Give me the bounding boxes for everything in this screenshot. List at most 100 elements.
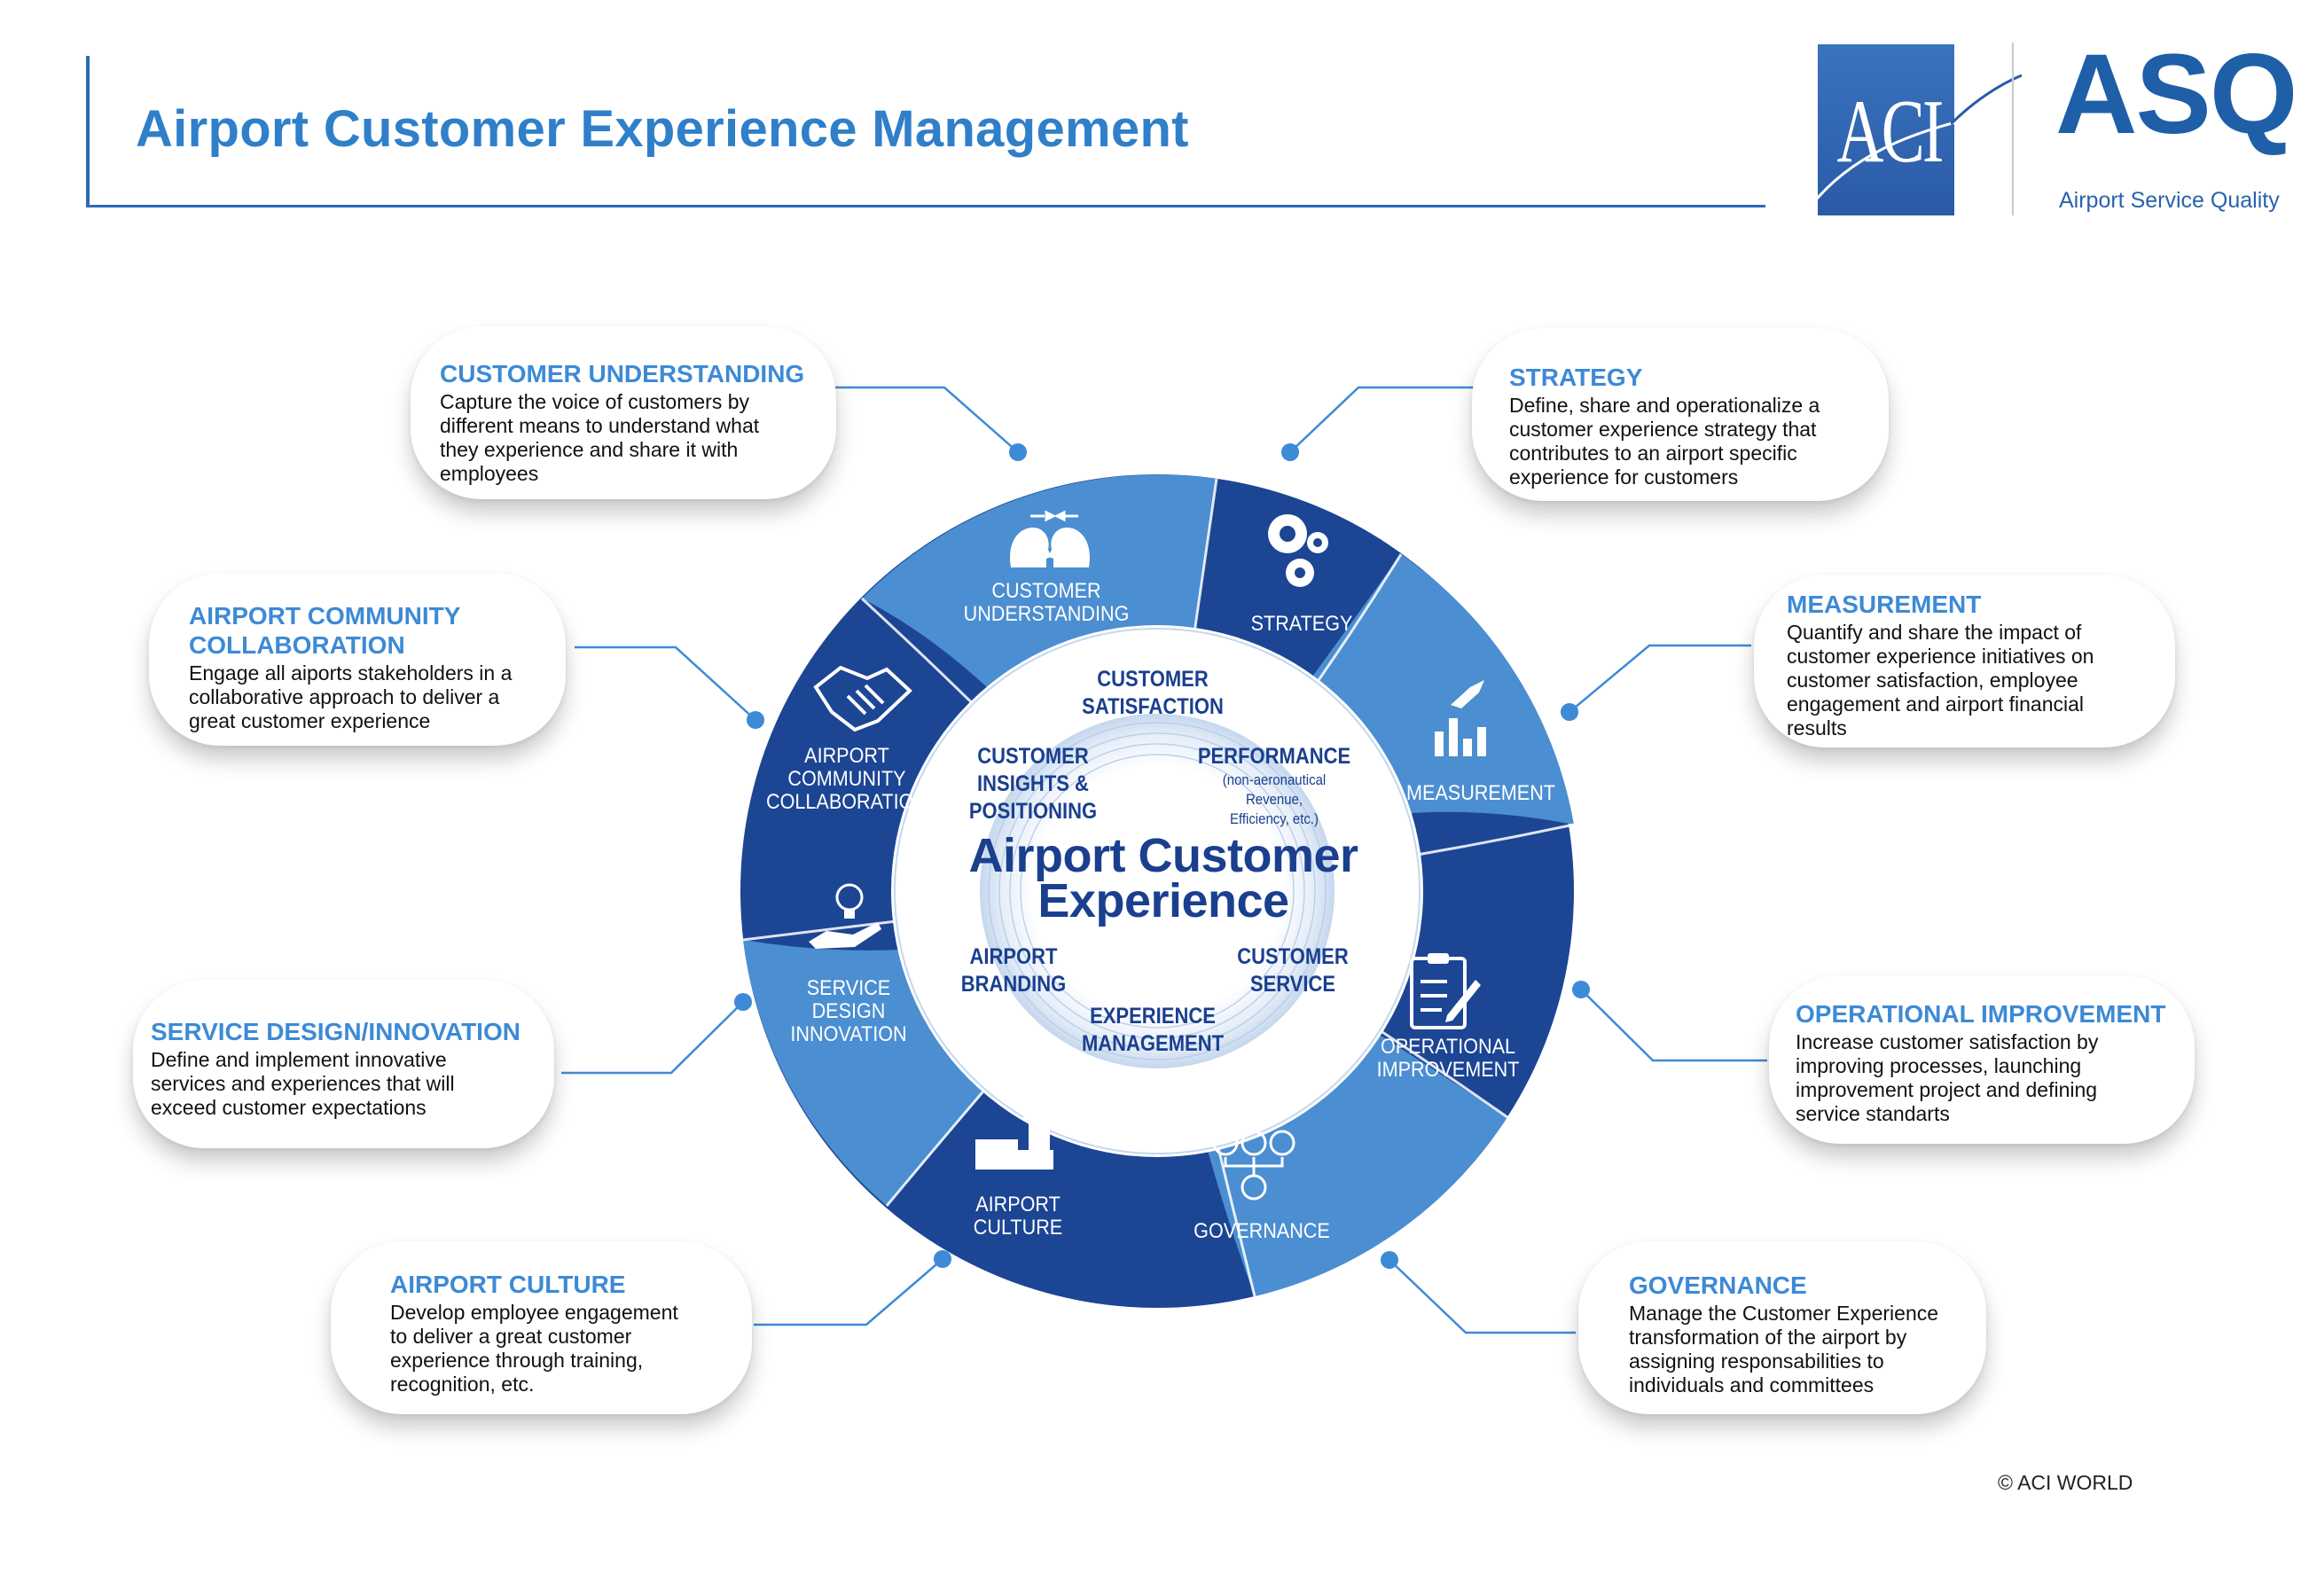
center-title-line: Experience [1037,874,1289,927]
callout-description: Quantify and share the impact of custome… [1787,621,2175,740]
callout-line: results [1787,716,1847,739]
callout-line: contributes to an airport specific [1509,442,1797,465]
label-line: AIRPORT [969,944,1058,969]
callout-line: Increase customer satisfaction by [1796,1030,2099,1053]
callout-line: recognition, etc. [390,1373,535,1396]
inner-customer-insights: CUSTOMER INSIGHTS & POSITIONING [969,743,1097,825]
aci-logo: ACI [1818,44,1954,215]
callout-line: Define and implement innovative [151,1048,447,1071]
header-frame [86,56,1765,207]
callout-title: STRATEGY [1509,364,1643,391]
connector-governance [1389,1259,1576,1334]
connector-strategy [1289,386,1474,453]
inner-customer-service: CUSTOMER SERVICE [1237,943,1348,998]
callout-line: exceed customer expectations [151,1096,427,1119]
label-line: INSIGHTS & [977,771,1089,796]
segment-label-strategy: STRATEGY [1251,613,1353,636]
callout-title: CUSTOMER UNDERSTANDING [440,360,805,387]
segment-label-customer-understanding: CUSTOMER UNDERSTANDING [964,580,1130,626]
callout-line: individuals and committees [1629,1373,1875,1396]
segment-label-governance: GOVERNANCE [1194,1220,1330,1243]
callout-line: Engage all aiports stakeholders in a [189,661,513,685]
inner-customer-satisfaction: CUSTOMER SATISFACTION [1082,666,1224,721]
callout-description: Define and implement innovative services… [151,1048,554,1120]
label-line: GOVERNANCE [1194,1219,1330,1243]
callout-title: OPERATIONAL IMPROVEMENT [1796,1000,2166,1028]
label-line: Revenue, [1245,791,1303,808]
callout-line: assigning responsabilities to [1629,1350,1884,1373]
chart-hand-icon [1435,680,1486,756]
label-line: POSITIONING [968,799,1098,824]
label-line: CUSTOMER [991,579,1101,603]
aci-swoosh-icon [1818,121,1954,200]
callout-line: Capture the voice of customers by [440,390,749,413]
callout-line: services and experiences that will [151,1072,455,1095]
center-title: Airport Customer Experience [968,829,1358,927]
callout-line: Manage the Customer Experience [1629,1302,1939,1325]
label-line: CUSTOMER [977,744,1089,769]
callout-line: great customer experience [189,709,431,732]
center-title-line: Airport Customer [968,829,1358,882]
connector-customer-understanding [834,386,1019,453]
connector-dot [734,993,752,1011]
callout-line: customer satisfaction, employee [1787,669,2078,692]
callout-operational-improvement: OPERATIONAL IMPROVEMENT Increase custome… [1769,975,2195,1144]
connector-dot [1009,443,1027,461]
callout-line: customer experience initiatives on [1787,645,2094,668]
asq-logo-subtitle: Airport Service Quality [2059,188,2280,213]
lightbulb-hand-icon [809,883,881,949]
callout-line: collaborative approach to deliver a [189,685,500,708]
airport-tower-icon [975,1099,1055,1170]
label-line: DESIGN [811,999,886,1023]
page-title: Airport Customer Experience Management [136,100,1189,158]
connector-dot [747,711,764,729]
callout-title: AIRPORT CULTURE [390,1271,626,1298]
callout-title: AIRPORT COMMUNITY COLLABORATION [189,601,566,660]
segment-label-measurement: MEASUREMENT [1406,782,1555,805]
label-line: MEASUREMENT [1405,781,1556,805]
label-line: UNDERSTANDING [963,602,1130,626]
callout-line: employees [440,462,539,485]
callout-title: SERVICE DESIGN/INNOVATION [151,1018,521,1045]
label-line: INNOVATION [790,1022,907,1046]
callout-description: Develop employee engagement to deliver a… [390,1301,752,1396]
callout-governance: GOVERNANCE Manage the Customer Experienc… [1578,1241,1986,1414]
aci-logo-text: ACI [1836,82,1945,182]
callout-service-design: SERVICE DESIGN/INNOVATION Define and imp… [133,980,554,1148]
callout-line: transformation of the airport by [1629,1326,1907,1349]
asq-logo-text: ASQ [2055,31,2297,158]
label-line: AIRPORT [804,744,889,768]
head-exchange-icon [1010,510,1090,567]
label-line: BRANDING [960,972,1067,997]
callout-description: Capture the voice of customers by differ… [440,390,836,486]
callout-airport-culture: AIRPORT CULTURE Develop employee engagem… [331,1241,752,1414]
label-line: AIRPORT [975,1193,1061,1217]
callout-line: improvement project and defining [1796,1078,2098,1101]
label-line: Efficiency, etc.) [1229,810,1319,827]
logo-divider [2012,43,2014,215]
label-line: COMMUNITY [787,767,906,791]
label-line: STRATEGY [1250,612,1353,636]
connector-service-design [561,1001,744,1075]
aci-swoosh-tail-icon [1951,74,2022,126]
callout-title: MEASUREMENT [1787,591,1982,618]
callout-description: Manage the Customer Experience transform… [1629,1302,1986,1397]
connector-dot [1281,443,1299,461]
label-line: PERFORMANCE [1197,744,1351,769]
label-line: CUSTOMER [1237,944,1349,969]
label-line: CULTURE [973,1216,1063,1240]
connector-airport-culture [754,1258,943,1326]
label-line: COLLABORATION [765,790,928,814]
callout-description: Increase customer satisfaction by improv… [1796,1030,2195,1126]
callout-line: Develop employee engagement [390,1301,678,1324]
connector-dot [1561,703,1578,721]
connector-measurement [1569,644,1751,713]
label-line: IMPROVEMENT [1376,1058,1520,1082]
callout-strategy: STRATEGY Define, share and operationaliz… [1472,328,1889,501]
callout-line: Define, share and operationalize a [1509,394,1820,417]
clipboard-icon [1410,953,1481,1029]
center-glow [980,714,1335,1068]
connector-dot [1572,981,1590,998]
